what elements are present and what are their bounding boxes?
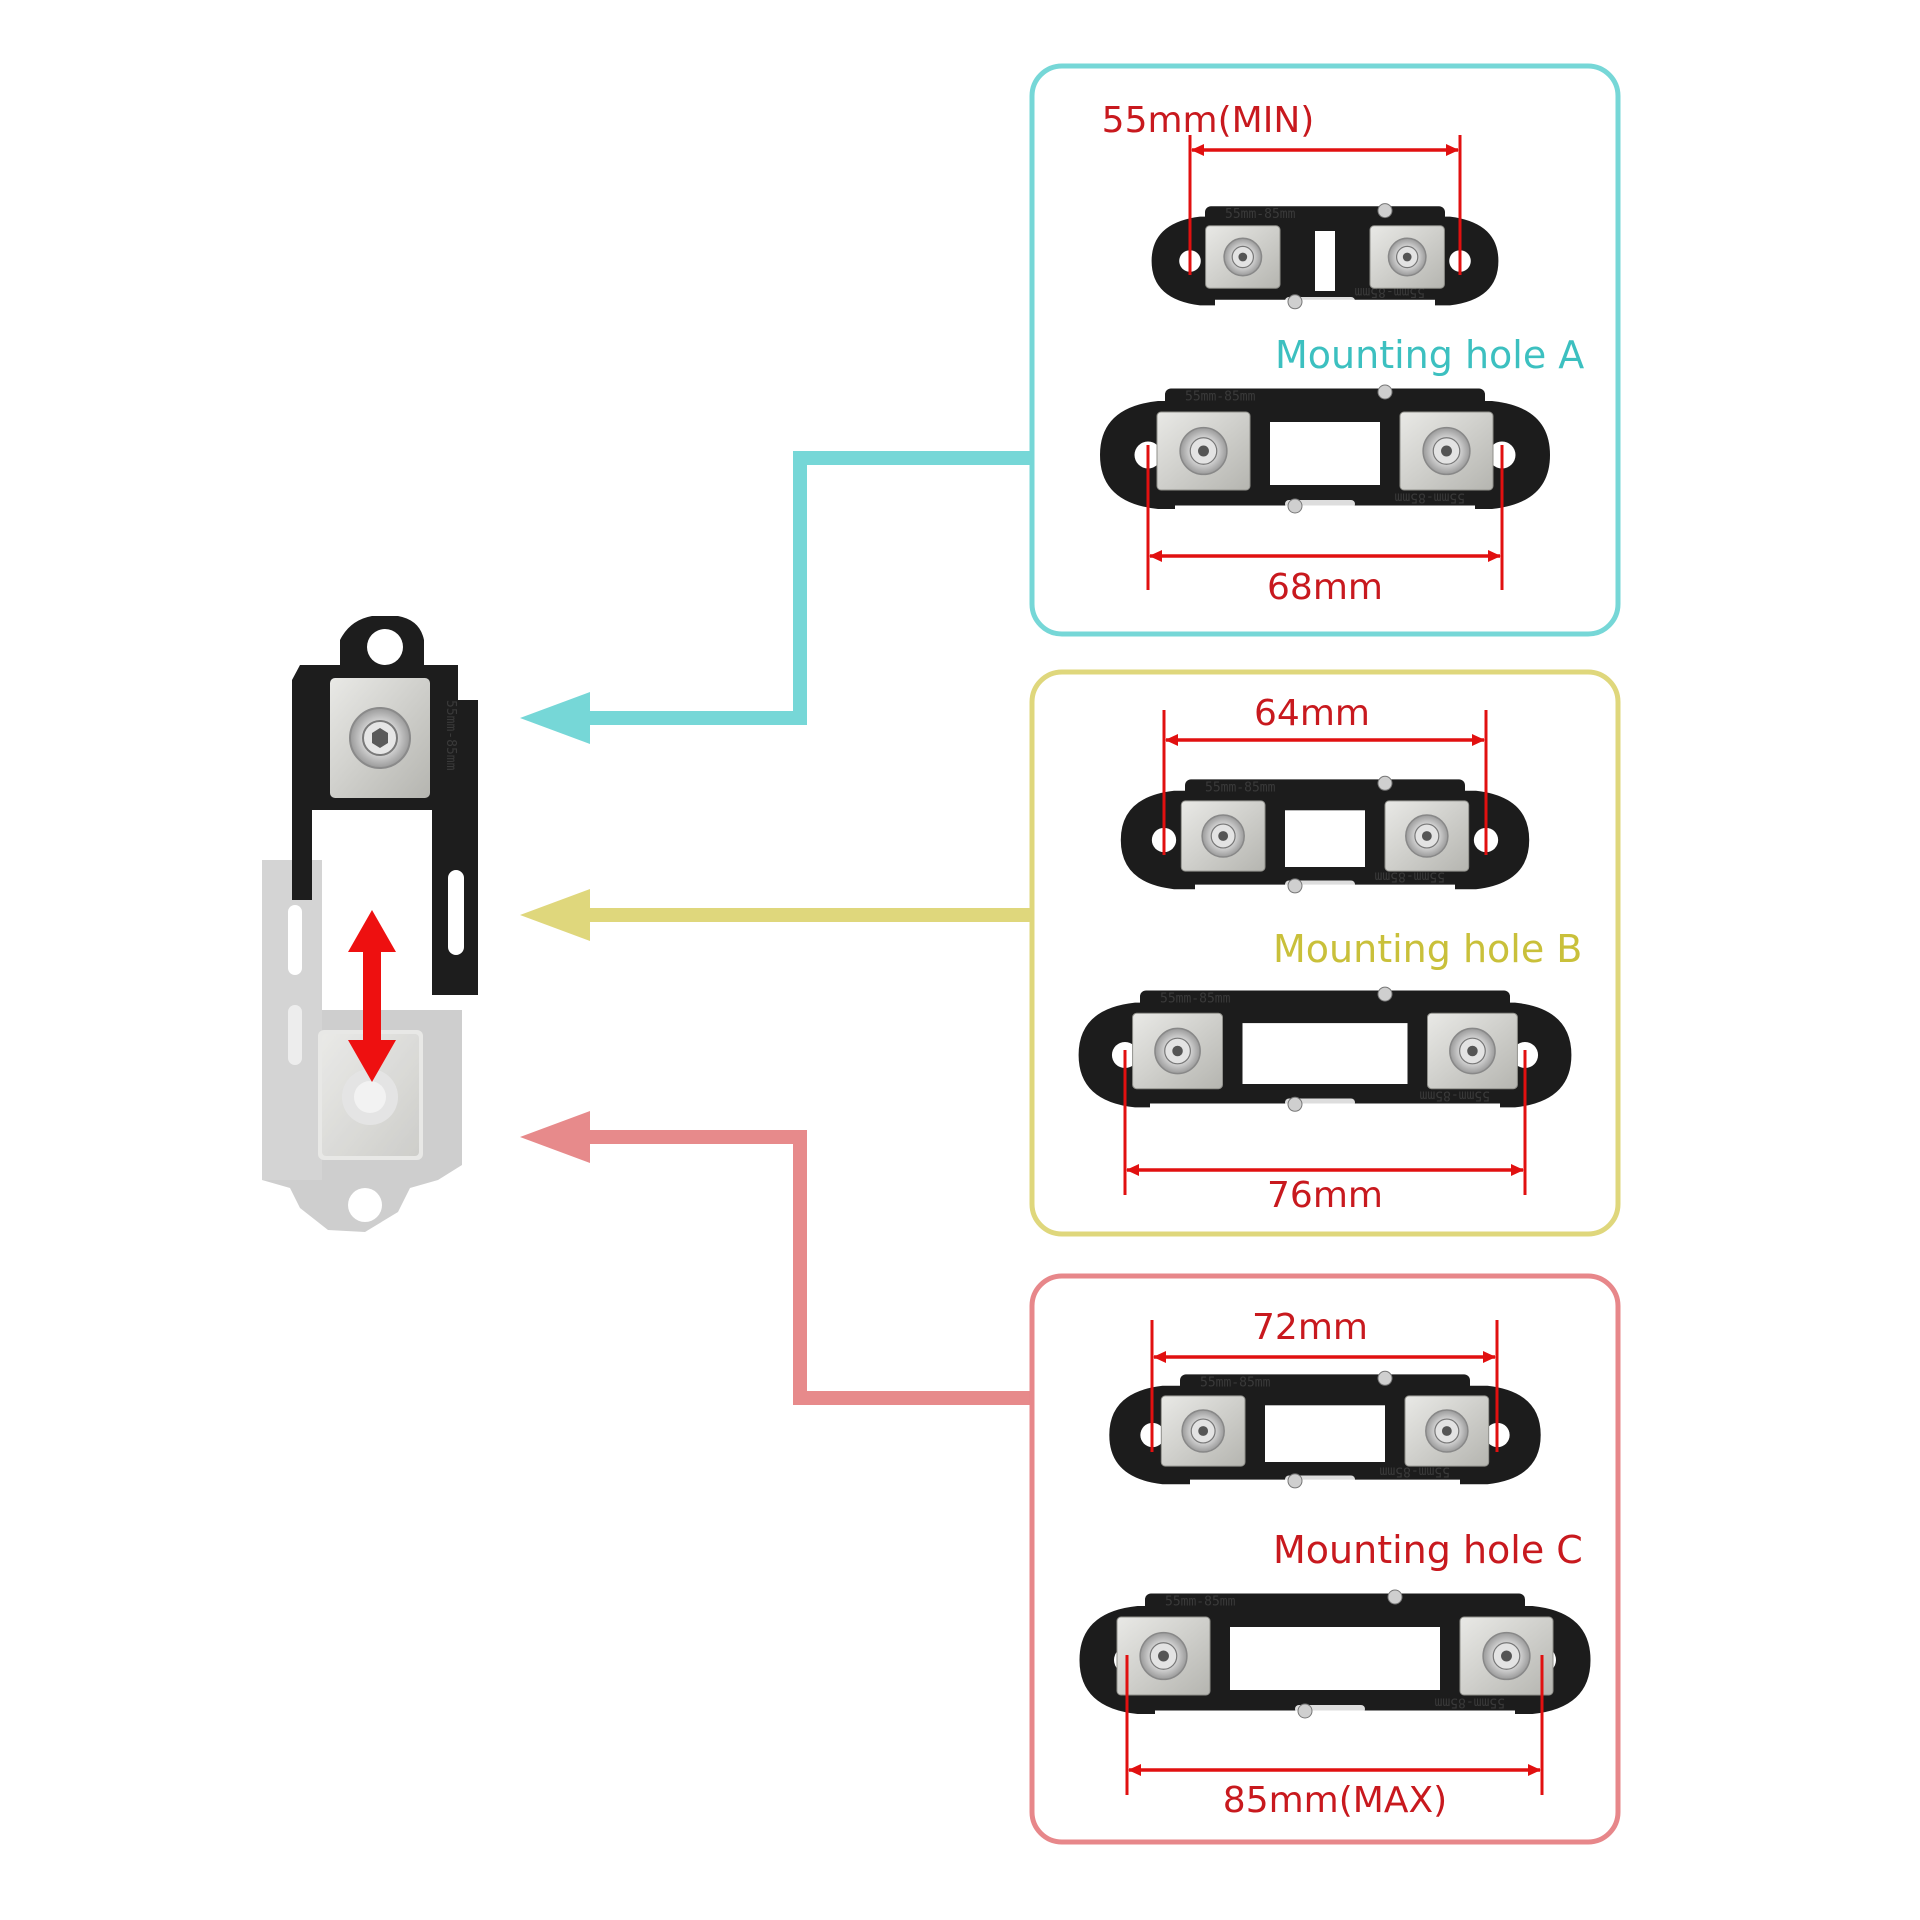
connector-arrow-b — [520, 889, 1068, 941]
magnet-left — [1132, 1012, 1223, 1090]
svg-text:55mm-85mm: 55mm-85mm — [1394, 490, 1465, 505]
bracket-b-bottom: 55mm-85mm 55mm-85mm — [1078, 986, 1572, 1112]
panel-b-top-dimension: 64mm — [1254, 693, 1370, 734]
svg-text:55mm-85mm: 55mm-85mm — [1165, 1595, 1236, 1610]
panel-a-label: Mounting hole A — [1275, 333, 1584, 377]
svg-text:55mm-85mm: 55mm-85mm — [1185, 390, 1256, 405]
vertical-bracket-assembly: 55mm-85mm — [262, 616, 478, 1232]
magnet-right — [1369, 225, 1445, 289]
svg-text:55mm-85mm: 55mm-85mm — [1434, 1695, 1505, 1710]
magnet-right — [1399, 411, 1494, 491]
bracket-upper-black: 55mm-85mm — [292, 616, 478, 995]
bracket-b-top: 55mm-85mm 55mm-85mm — [1120, 775, 1530, 894]
panel-c-label: Mounting hole C — [1273, 1528, 1583, 1572]
connector-arrow-a — [520, 451, 1065, 744]
svg-text:55mm-85mm: 55mm-85mm — [1374, 869, 1445, 884]
panel-c-top-dimension-line — [1150, 1320, 1499, 1452]
adjust-double-arrow — [348, 910, 396, 1082]
magnet-left — [1160, 1395, 1246, 1467]
panel-a-bottom-dimension-line — [1146, 445, 1504, 590]
bracket-a-bottom: 55mm-85mm 55mm-85mm — [1100, 384, 1550, 514]
panel-c-bottom-dimension-line — [1125, 1655, 1544, 1795]
magnet-right — [1384, 800, 1470, 872]
magnet-left — [1205, 225, 1281, 289]
panel-c-bottom-dimension: 85mm(MAX) — [1223, 1780, 1447, 1821]
bracket-c-bottom: 55mm-85mm 55mm-85mm — [1079, 1589, 1591, 1719]
magnet-right — [1427, 1012, 1518, 1090]
svg-text:55mm-85mm: 55mm-85mm — [1160, 991, 1231, 1006]
magnet-right — [1404, 1395, 1490, 1467]
magnet-right — [1459, 1616, 1554, 1696]
panel-b-label: Mounting hole B — [1273, 927, 1582, 971]
connector-arrow-c — [520, 1111, 1070, 1405]
panel-a-bottom-dimension: 68mm — [1267, 567, 1383, 608]
svg-text:55mm-85mm: 55mm-85mm — [1419, 1088, 1490, 1103]
svg-text:55mm-85mm: 55mm-85mm — [1225, 207, 1296, 222]
svg-text:55mm-85mm: 55mm-85mm — [1379, 1464, 1450, 1479]
magnet-left — [1156, 411, 1251, 491]
panel-c-top-dimension: 72mm — [1252, 1307, 1368, 1348]
magnet-left — [1116, 1616, 1211, 1696]
panel-b-bottom-dimension: 76mm — [1267, 1175, 1383, 1216]
bracket-c-top: 55mm-85mm 55mm-85mm — [1109, 1370, 1541, 1489]
svg-text:55mm-85mm: 55mm-85mm — [1200, 1375, 1271, 1390]
panel-b-top-dimension-line — [1162, 710, 1488, 855]
panel-b-bottom-dimension-line — [1123, 1050, 1527, 1195]
magnet-left — [1180, 800, 1266, 872]
svg-text:55mm-85mm: 55mm-85mm — [1205, 780, 1276, 795]
panel-a-top-dimension: 55mm(MIN) — [1102, 100, 1315, 141]
panel-a-top-dimension-line — [1188, 135, 1462, 275]
bracket-engraving-vertical: 55mm-85mm — [443, 700, 458, 771]
